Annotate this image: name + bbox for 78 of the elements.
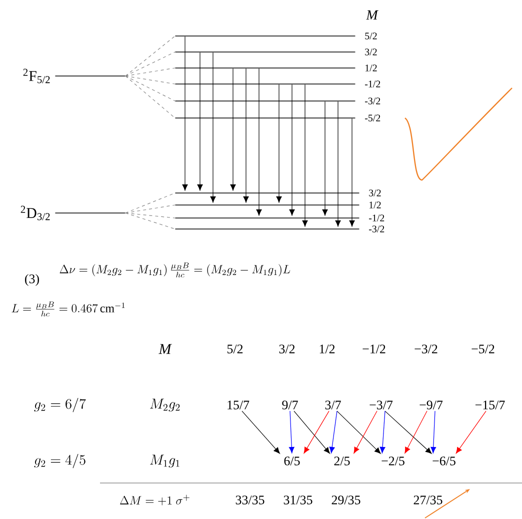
arrow — [304, 410, 330, 454]
value-label: 3/7 — [325, 400, 341, 410]
value-label: 6/5 — [284, 456, 300, 466]
value-label: 29/35 — [332, 496, 360, 504]
m-value-label: -3/2 — [364, 98, 380, 104]
level-line — [55, 212, 126, 214]
m-value-label: -1/2 — [368, 214, 384, 222]
term-symbol: $^{2}$F$_{5/2}$ — [23, 68, 50, 84]
value-label: −3/7 — [370, 400, 393, 410]
value-label: −5/2 — [472, 344, 494, 354]
transition-arrow — [349, 118, 355, 227]
transition-arrow — [197, 52, 203, 191]
dashed-line — [125, 76, 176, 118]
arrow — [354, 410, 378, 454]
transition-arrow — [256, 68, 262, 216]
dashed-line — [125, 68, 176, 76]
equation: $\Delta\nu = (M_2 g_2 - M_1 g_1)\,\frac{\mu_B B}{hc} = (M_2 g_2 - M_1 g_1)L$ — [60, 262, 290, 278]
dashed-line — [125, 76, 176, 84]
m-value-label: -1/2 — [364, 80, 380, 88]
row-label: $M_2 g_2$ — [150, 398, 180, 412]
transition-arrow — [276, 84, 282, 203]
transition-arrow — [210, 52, 216, 203]
value-label: 27/35 — [414, 496, 442, 504]
sublevel-line — [175, 100, 356, 102]
arrow — [430, 410, 436, 454]
dashed-line — [125, 212, 176, 230]
dashed-line — [125, 36, 176, 76]
transition-arrow — [243, 68, 249, 203]
axis-label: M — [366, 10, 378, 20]
transition-arrow — [182, 36, 188, 191]
dashed-line — [125, 52, 176, 76]
m-value-label: 1/2 — [365, 64, 377, 72]
value-label: −3/2 — [414, 344, 438, 354]
row-label: $M_1 g_1$ — [150, 454, 180, 468]
value-label: 5/2 — [227, 344, 243, 354]
value-label: −6/5 — [432, 456, 456, 466]
dashed-line — [125, 204, 176, 214]
value-label: −2/5 — [382, 456, 404, 466]
arrow — [404, 410, 428, 454]
value-label: −1/2 — [362, 344, 386, 354]
transition-arrow — [230, 68, 236, 191]
value-label: −9/7 — [420, 400, 443, 410]
transition-arrow — [302, 84, 308, 227]
row-label: $g_2 = 4/5$ — [34, 454, 86, 468]
arrow — [336, 410, 381, 454]
term-symbol: $^{2}$D$_{3/2}$ — [20, 206, 50, 220]
equation: $L = \frac{\mu_B B}{hc} = 0.467\,\mathrm{cm}^{-1}$ — [12, 302, 125, 316]
m-value-label: -5/2 — [364, 114, 380, 122]
arrow — [288, 410, 294, 454]
arrow — [456, 410, 486, 454]
axis-label: M — [158, 344, 172, 354]
dashed-line — [125, 212, 176, 218]
arrow — [242, 410, 280, 454]
equation-number: (3) — [25, 274, 39, 286]
transition-arrow — [322, 101, 328, 216]
value-label: 2/5 — [334, 456, 350, 466]
row-label: $g_2 = 6/7$ — [34, 398, 86, 412]
value-label: 33/35 — [236, 496, 264, 504]
transition-arrow — [289, 84, 295, 216]
value-label: 15/7 — [228, 400, 250, 410]
transition-arrow — [335, 101, 341, 227]
m-value-label: 3/2 — [365, 48, 377, 56]
arrow — [384, 410, 432, 454]
arrow — [294, 410, 330, 454]
arrow — [380, 410, 386, 454]
value-label: −15/7 — [475, 400, 505, 410]
value-label: 31/35 — [284, 496, 312, 504]
m-value-label: 5/2 — [365, 32, 377, 40]
arrow — [329, 410, 338, 454]
m-value-label: -3/2 — [368, 226, 384, 232]
row-label: $\Delta M = +1\ \sigma^{+}$ — [120, 494, 190, 506]
dashed-line — [125, 192, 176, 214]
dashed-line — [125, 76, 176, 102]
m-value-label: 3/2 — [369, 190, 381, 196]
value-label: 9/7 — [282, 400, 298, 410]
value-label: 3/2 — [279, 344, 295, 354]
m-value-label: 1/2 — [369, 202, 381, 208]
value-label: 1/2 — [320, 344, 335, 354]
